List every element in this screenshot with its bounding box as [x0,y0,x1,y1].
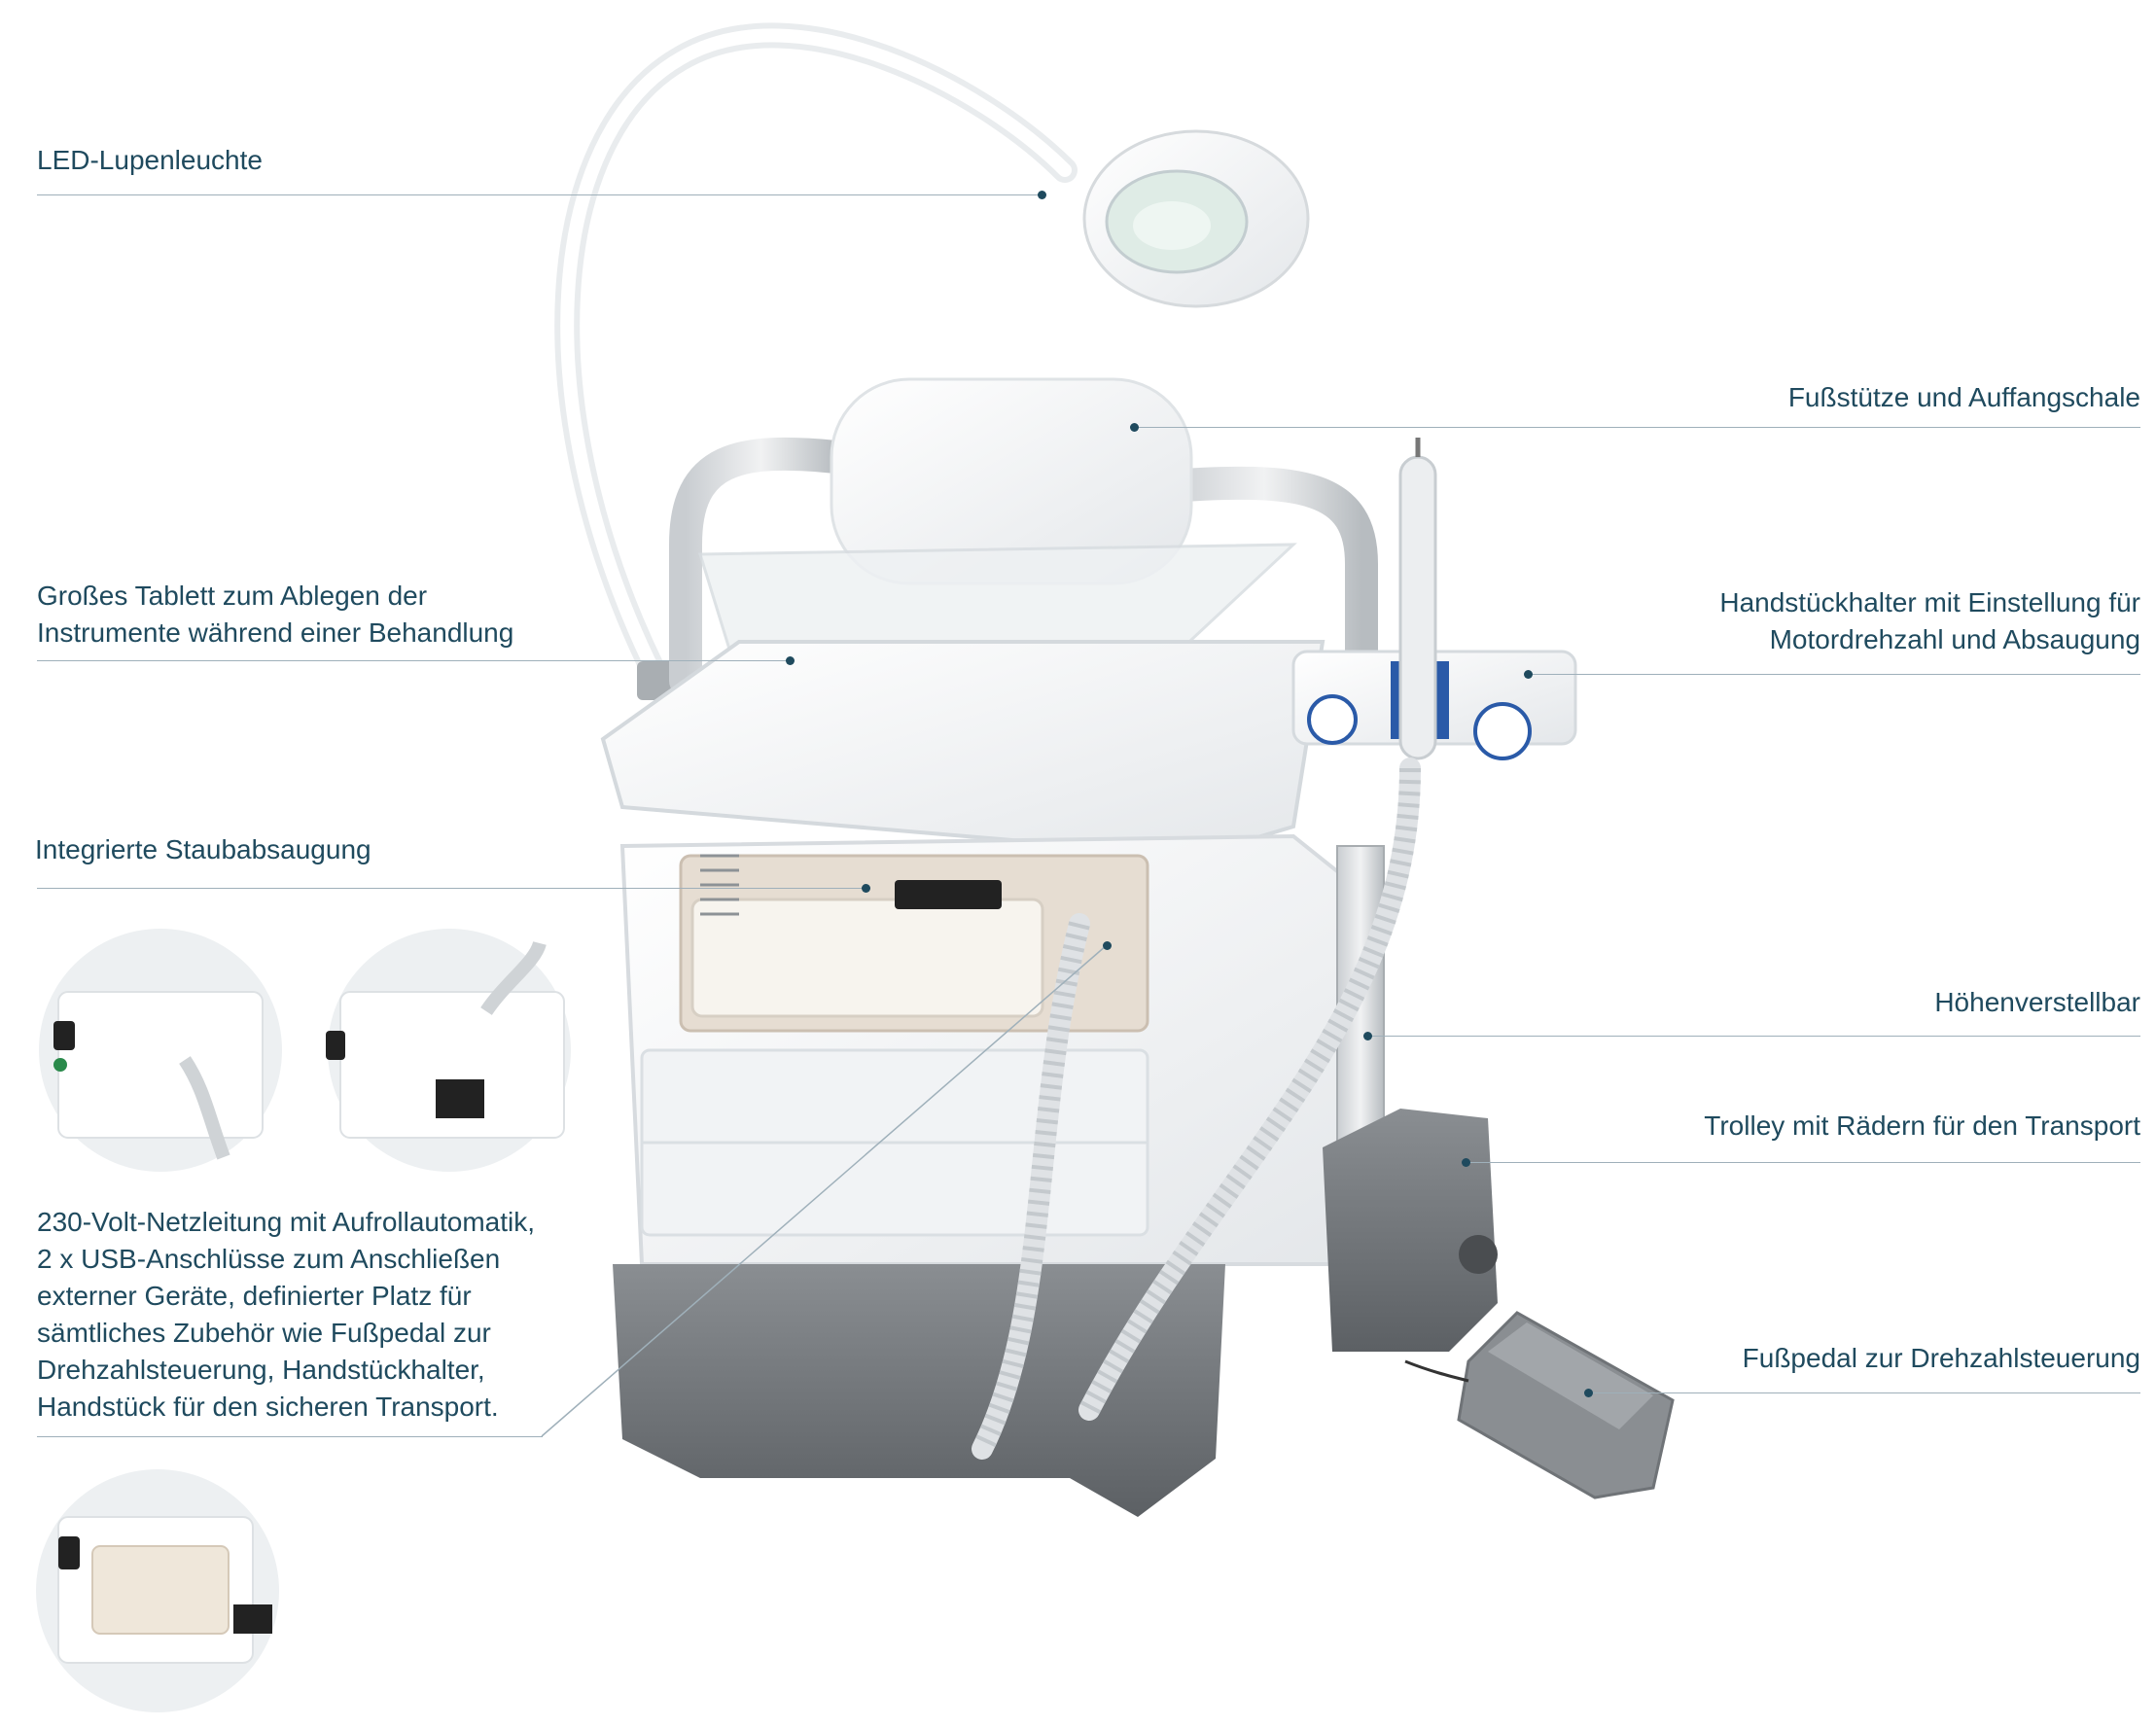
leader-line-tablett [37,660,791,661]
dust-filter [690,898,1044,1018]
marker-dot-handstueckhalter [1524,670,1533,679]
marker-dot-netzleitung [1103,941,1112,950]
label-tablett: Großes Tablett zum Ablegen der Instrumen… [37,581,514,648]
label-fussstuetze: Fußstütze und Auffangschale [1787,382,2140,412]
label-hoehenverstellbar: Höhenverstellbar [1934,987,2140,1017]
label-staubabsaugung: Integrierte Staubabsaugung [35,834,371,864]
marker-dot-hoehenverstellbar [1363,1032,1372,1040]
leader-line-hoehenverstellbar [1368,1036,2140,1037]
handpiece [1398,455,1437,760]
leader-line-netzleitung [37,1436,543,1437]
leader-line-trolley [1467,1162,2140,1163]
label-netzleitung: 230-Volt-Netzleitung mit Aufrollautomati… [37,1207,536,1422]
label-handstueckhalter: Handstückhalter mit Einstellung für Moto… [1719,587,2140,654]
instrument-tray [600,640,1325,859]
marker-dot-tablett [786,656,795,665]
label-led-lupenleuchte: LED-Lupenleuchte [37,145,263,175]
label-trolley: Trolley mit Rädern für den Transport [1704,1110,2140,1141]
base [613,1264,1225,1517]
leader-line-fussstuetze [1135,427,2140,428]
leader-line-handstueckhalter [1529,674,2140,675]
marker-dot-fusspedal [1584,1389,1593,1397]
leader-line-led [37,194,1041,195]
marker-dot-trolley [1462,1158,1470,1167]
label-fusspedal: Fußpedal zur Drehzahlsteuerung [1742,1343,2140,1373]
leader-line-fusspedal [1589,1392,2140,1393]
leader-line-staubabsaugung [37,888,866,889]
trolley [1323,1109,1498,1352]
marker-dot-fussstuetze [1130,423,1139,432]
marker-dot-staubabsaugung [862,884,870,893]
marker-dot-led [1038,191,1046,199]
